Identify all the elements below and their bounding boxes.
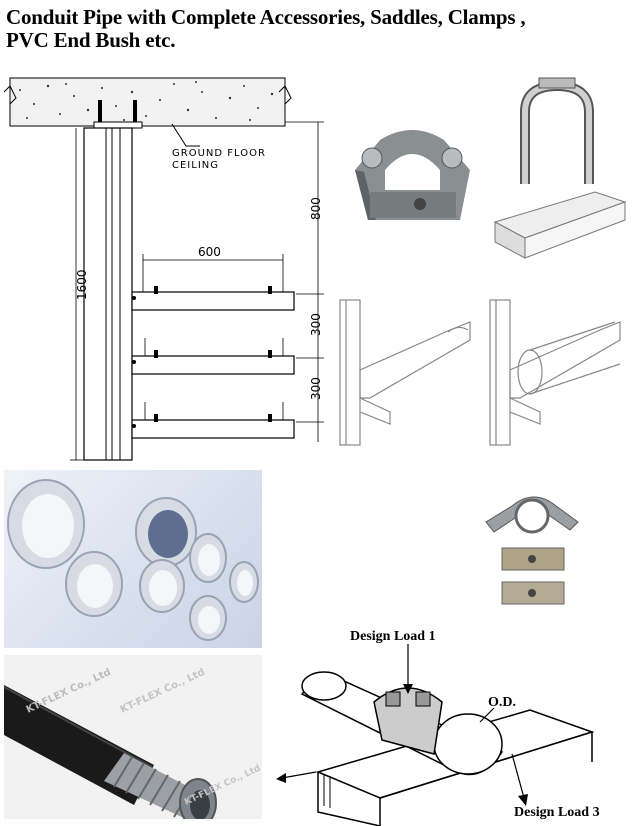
page-title: Conduit Pipe with Complete Accessories, … xyxy=(6,6,606,52)
watermark-1: KT-FLEX Co., Ltd xyxy=(25,667,113,716)
saddle-clamp-photo xyxy=(340,100,485,240)
clamp-parts-photo xyxy=(474,476,588,616)
ceiling-label-1: GROUND FLOOR xyxy=(172,148,266,159)
vertical-channel xyxy=(83,127,133,461)
pvc-end-bush-photo xyxy=(4,470,262,648)
ceiling-label-2: CEILING xyxy=(172,160,219,171)
label-design-load-3: Design Load 3 xyxy=(514,805,600,820)
saddle-load-diagram: Design Load 1 O.D. Design Load 3 xyxy=(262,622,638,826)
title-line-2: PVC End Bush etc. xyxy=(6,28,176,52)
cantilever-bracket-drawing xyxy=(330,292,635,452)
title-line-1: Conduit Pipe with Complete Accessories, … xyxy=(6,5,526,29)
ceiling-slab xyxy=(9,77,286,127)
ceiling-support-drawing: GROUND FLOOR CEILING 1600 800 300 300 60… xyxy=(0,70,335,465)
dim-height: 1600 xyxy=(75,269,89,300)
dim-width: 600 xyxy=(198,245,221,259)
bracket-arm-2 xyxy=(131,338,295,375)
bracket-arm-1 xyxy=(131,286,295,311)
dim-gap-1: 300 xyxy=(309,313,323,336)
clevis-hanger-drawing xyxy=(485,72,635,267)
dim-top: 800 xyxy=(309,197,323,220)
label-design-load-1: Design Load 1 xyxy=(350,629,436,644)
bracket-arm-3 xyxy=(131,402,295,439)
label-od: O.D. xyxy=(488,695,516,710)
dim-gap-2: 300 xyxy=(309,377,323,400)
watermark-2: KT-FLEX Co., Ltd xyxy=(119,667,207,716)
flexible-conduit-photo: KT-FLEX Co., Ltd KT-FLEX Co., Ltd KT-FLE… xyxy=(4,655,262,819)
